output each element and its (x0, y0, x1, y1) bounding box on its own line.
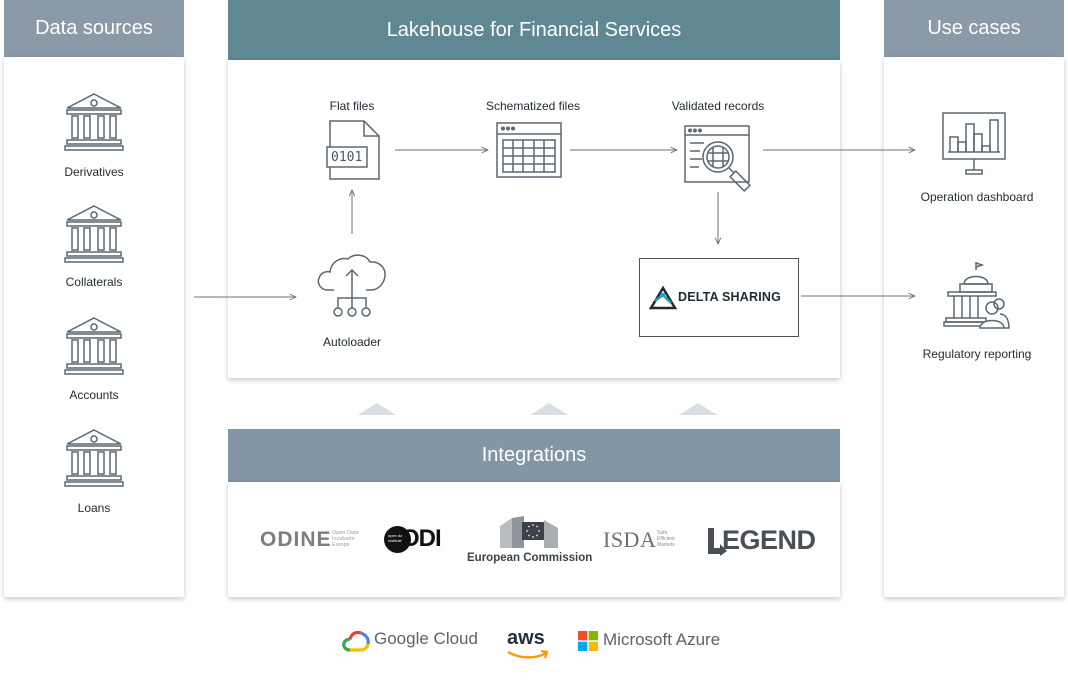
data-sources-header: Data sources (4, 0, 184, 57)
delta-sharing-text: DELTA SHARING (678, 290, 782, 304)
flat-files-label: Flat files (329, 99, 375, 113)
lakehouse-title: Lakehouse for Financial Services (386, 18, 682, 41)
legend-logo-text: LEGEND (706, 525, 816, 555)
aws-smile-icon (507, 649, 549, 659)
odi-circle-icon (384, 526, 411, 553)
european-commission-logo: European Commission (466, 514, 592, 568)
up-triangle-3 (679, 403, 717, 415)
google-cloud-text: Google Cloud (374, 629, 478, 648)
flat-file-icon: 0101 (326, 119, 382, 188)
source-label-loans: Loans (77, 501, 111, 515)
autoloader-cloud-icon (316, 252, 388, 325)
bank-icon (64, 92, 124, 157)
validated-records-icon (684, 125, 758, 204)
odi-logo-small-text: open data institute (388, 533, 406, 543)
up-triangle-1 (358, 403, 396, 415)
odine-logo-tagline: Open Data Incubator Europe (332, 530, 359, 548)
integrations-title: Integrations (481, 444, 587, 466)
schematized-grid-icon (496, 122, 562, 183)
integrations-header: Integrations (228, 429, 840, 482)
isda-logo-text: ISDA (603, 527, 657, 552)
bank-icon (64, 204, 124, 269)
use-case-label-operation-dashboard: Operation dashboard (920, 190, 1034, 204)
google-cloud-icon (342, 630, 370, 652)
delta-sharing-logo-icon (648, 285, 678, 314)
data-sources-panel (4, 57, 184, 597)
use-cases-header: Use cases (884, 0, 1064, 57)
microsoft-windows-icon (578, 631, 598, 651)
eu-building-icon (500, 516, 558, 548)
legend-arrow-icon (708, 528, 727, 556)
bank-icon (64, 316, 124, 381)
data-sources-title: Data sources (35, 17, 153, 39)
bank-icon (64, 428, 124, 493)
use-case-label-regulatory-reporting: Regulatory reporting (922, 347, 1032, 361)
validated-records-label: Validated records (671, 99, 765, 113)
flat-file-glyph: 0101 (331, 150, 363, 165)
odi-logo-text: ODI (401, 525, 442, 552)
dashboard-monitor-icon (942, 112, 1006, 181)
up-triangle-2 (530, 403, 568, 415)
autoloader-label: Autoloader (322, 335, 382, 349)
source-label-collaterals: Collaterals (65, 275, 123, 289)
odine-logo: ODINE Open Data Incubator Europe (260, 528, 359, 552)
microsoft-azure-text: Microsoft Azure (603, 630, 721, 649)
delta-sharing-box: DELTA SHARING (639, 258, 799, 337)
source-label-accounts: Accounts (69, 388, 119, 402)
isda-logo: ISDA Safe, Efficient Markets (603, 527, 675, 553)
european-commission-text: European Commission (467, 552, 593, 564)
schematized-files-label: Schematized files (485, 99, 581, 113)
isda-logo-tagline: Safe, Efficient Markets (657, 530, 675, 548)
odine-logo-text: ODINE (260, 528, 332, 551)
capitol-people-icon (943, 262, 1010, 337)
use-cases-title: Use cases (927, 17, 1021, 39)
aws-text: aws (507, 627, 545, 649)
lakehouse-header: Lakehouse for Financial Services (228, 0, 840, 60)
source-label-derivatives: Derivatives (64, 165, 124, 179)
odi-logo: open data institute ODI (384, 525, 442, 553)
aws-logo: aws (506, 627, 550, 663)
